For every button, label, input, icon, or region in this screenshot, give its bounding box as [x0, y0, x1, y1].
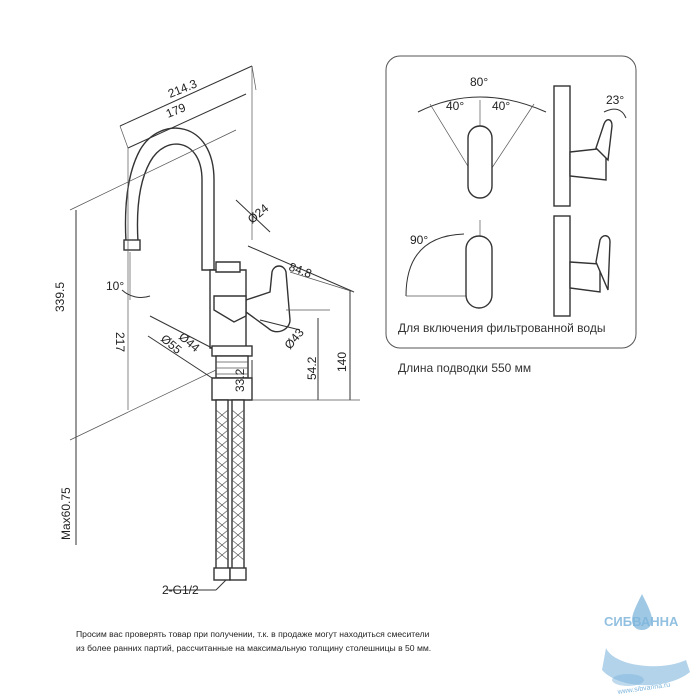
dim-height-total: 339.5 — [53, 282, 67, 312]
dim-handle-reach: 84.8 — [287, 260, 314, 281]
handle-tilt-side-view: 23° — [553, 85, 627, 207]
detail-angle-40-right: 40° — [492, 99, 510, 113]
footer-line-1: Просим вас проверять товар при получении… — [76, 629, 430, 639]
footer-note: Просим вас проверять товар при получении… — [76, 627, 496, 655]
handle-filter-top-view: 90° — [405, 220, 493, 309]
dim-angle-outlet: 10° — [106, 279, 124, 293]
handle-filter-side-view — [553, 215, 611, 317]
detail-angle-40-left: 40° — [446, 99, 464, 113]
dim-hose-connector: 2-G1/2 — [162, 583, 199, 597]
faucet-side-view — [123, 127, 291, 581]
dim-height-140: 140 — [335, 352, 349, 372]
watermark-brand: СИБВАННА — [604, 614, 679, 629]
sibvanna-logo: СИБВАННА www.sibvanna.ru — [602, 594, 690, 696]
dim-height-33: 33.2 — [233, 368, 247, 392]
dim-max-counter: Max60.75 — [59, 487, 73, 540]
dim-height-outlet: 217 — [113, 332, 127, 352]
handle-angle-detail-panel: 80° 40° 40° 23° 90° Для включения фильтр… — [385, 55, 637, 349]
handle-swing-top-view: 80° 40° 40° — [417, 75, 547, 199]
hose-length-note: Длина подводки 550 мм — [398, 361, 531, 375]
dim-height-54: 54.2 — [305, 356, 319, 380]
dim-width-spout: 179 — [164, 100, 188, 121]
detail-angle-90: 90° — [410, 233, 428, 247]
detail-angle-80: 80° — [470, 75, 488, 89]
footer-line-2: из более ранних партий, рассчитанные на … — [76, 643, 432, 653]
dimension-lines — [69, 65, 360, 591]
dim-diameter-spout: Ø24 — [245, 201, 272, 227]
detail-angle-23: 23° — [606, 93, 624, 107]
hose-pair — [213, 399, 247, 581]
detail-caption: Для включения фильтрованной воды — [398, 321, 605, 335]
